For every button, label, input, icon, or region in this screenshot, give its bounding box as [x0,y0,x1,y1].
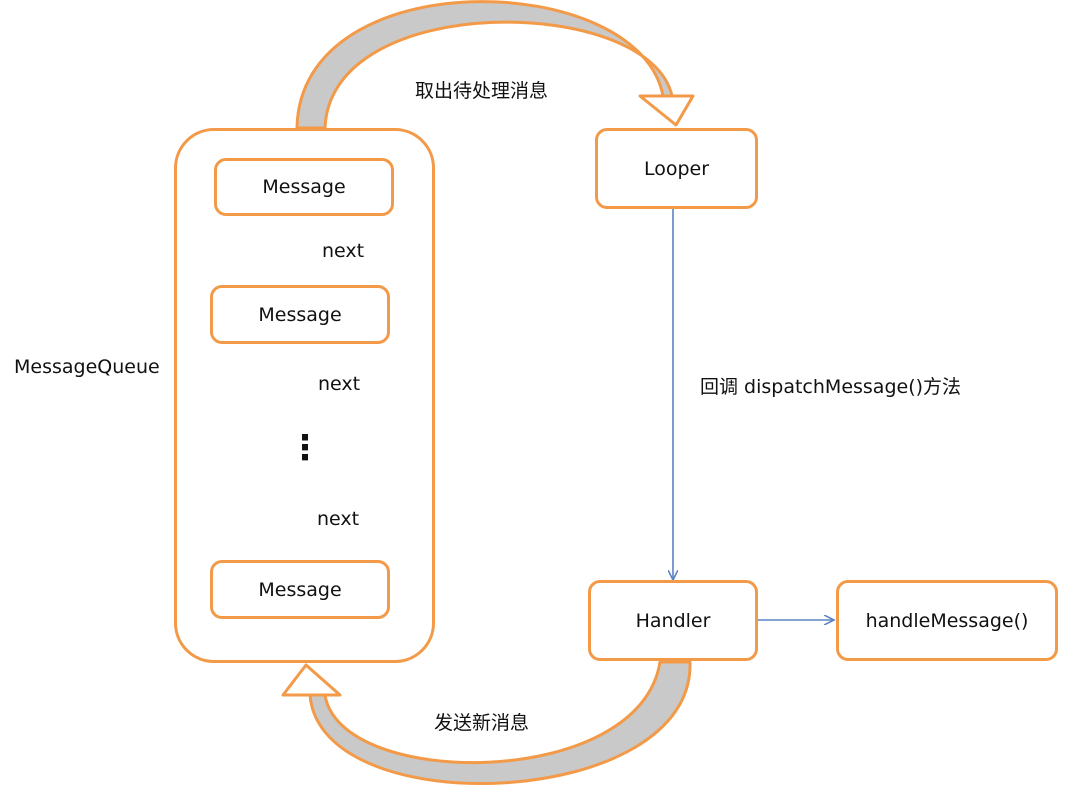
handler-box: Handler [588,580,758,661]
send-message-label: 发送新消息 [434,712,530,734]
send-message-curved-arrow [281,660,692,786]
message-node-label: Message [262,176,346,198]
message-node-label: Message [258,303,342,326]
callback-label: 回调 dispatchMessage()方法 [700,376,962,398]
message-node-label: Message [258,578,342,601]
next-label-2: next [318,373,361,395]
message-node-1: Message [214,158,394,216]
handler-label: Handler [635,609,711,632]
looper-box: Looper [595,128,758,209]
message-node-3: Message [210,560,390,619]
message-queue-label: MessageQueue [14,356,160,378]
next-label-1: next [322,240,365,262]
message-node-2: Message [210,285,390,344]
take-message-label: 取出待处理消息 [415,80,549,102]
take-message-curved-arrow [295,0,695,130]
queue-ellipsis: ⋮ [288,428,322,468]
handle-message-label: handleMessage() [865,609,1029,632]
looper-label: Looper [643,157,710,180]
next-label-3: next [317,508,360,530]
handle-message-box: handleMessage() [836,580,1058,661]
